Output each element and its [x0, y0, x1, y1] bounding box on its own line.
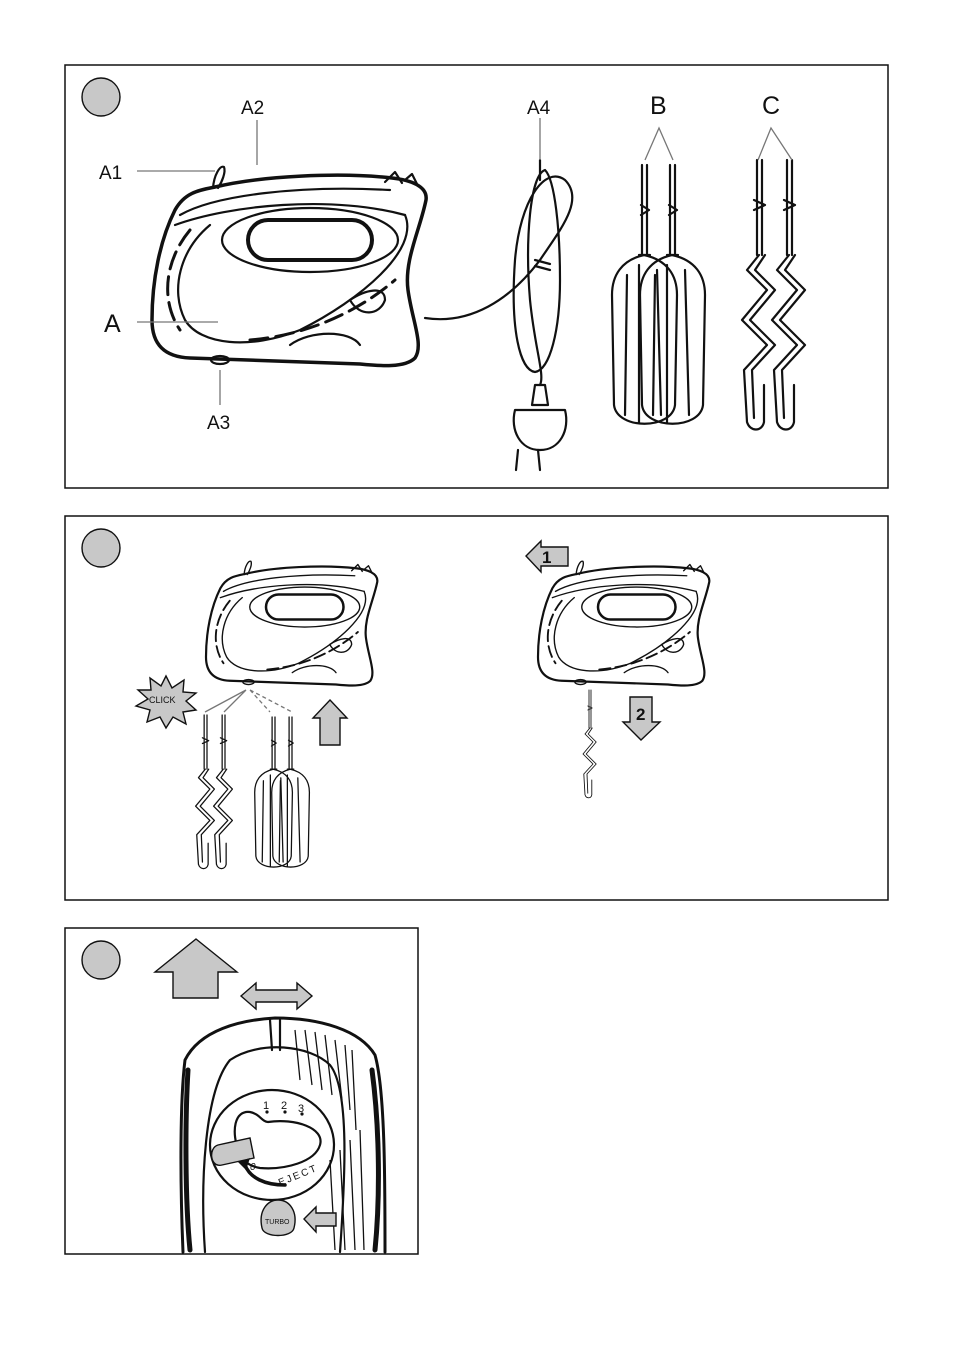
figure-2-frame	[64, 515, 889, 901]
step-1-left-arrow	[525, 539, 569, 574]
speed-2-label: 2	[281, 1100, 287, 1112]
label-a1: A1	[99, 163, 122, 184]
dough-hook-drawing	[194, 714, 216, 870]
label-a4: A4	[527, 98, 551, 119]
mixer-top-view	[179, 1016, 387, 1254]
dough-hook-drawing	[582, 689, 597, 799]
turbo-label: TURBO	[265, 1219, 290, 1226]
turbo-arrow	[303, 1205, 337, 1234]
off-label: 0	[250, 1162, 256, 1173]
figure-3-frame	[64, 927, 419, 1255]
label-a2: A2	[241, 98, 264, 119]
figure-3-panel: 1 2 3 0 EJECT TURBO	[64, 927, 419, 1255]
figure-number-marker	[81, 940, 121, 980]
speed-3-label: 3	[298, 1103, 304, 1115]
step-2-label: 2	[636, 705, 645, 724]
beater-drawing	[638, 163, 707, 425]
label-a: A	[104, 310, 121, 338]
step-1-label: 1	[542, 548, 551, 567]
dough-hook-drawing	[212, 714, 234, 870]
up-arrow	[153, 938, 239, 999]
label-c: C	[762, 92, 780, 120]
label-a3: A3	[207, 413, 230, 434]
insert-up-arrow	[311, 698, 349, 746]
figure-1-frame	[64, 64, 889, 489]
speed-1-label: 1	[263, 1100, 269, 1112]
figure-2-panel: CLICK 1 2	[64, 515, 889, 901]
dough-hook-drawing	[740, 158, 777, 431]
hand-mixer-drawing	[536, 559, 711, 687]
plug-drawing	[512, 383, 568, 472]
step-2-down-arrow	[621, 696, 662, 741]
dough-hook-drawing	[770, 158, 807, 431]
left-right-arrow	[239, 981, 314, 1011]
beater-drawing	[271, 716, 311, 868]
hand-mixer-drawing	[150, 164, 429, 368]
power-cord	[423, 168, 574, 387]
label-b: B	[650, 92, 667, 120]
figure-number-marker	[81, 528, 121, 568]
hand-mixer-drawing	[204, 559, 379, 687]
click-burst: CLICK	[134, 674, 198, 730]
figure-1-panel: A1 A2 A3 A4 A B C	[64, 64, 889, 489]
click-label: CLICK	[149, 695, 176, 705]
figure-number-marker	[81, 77, 121, 117]
